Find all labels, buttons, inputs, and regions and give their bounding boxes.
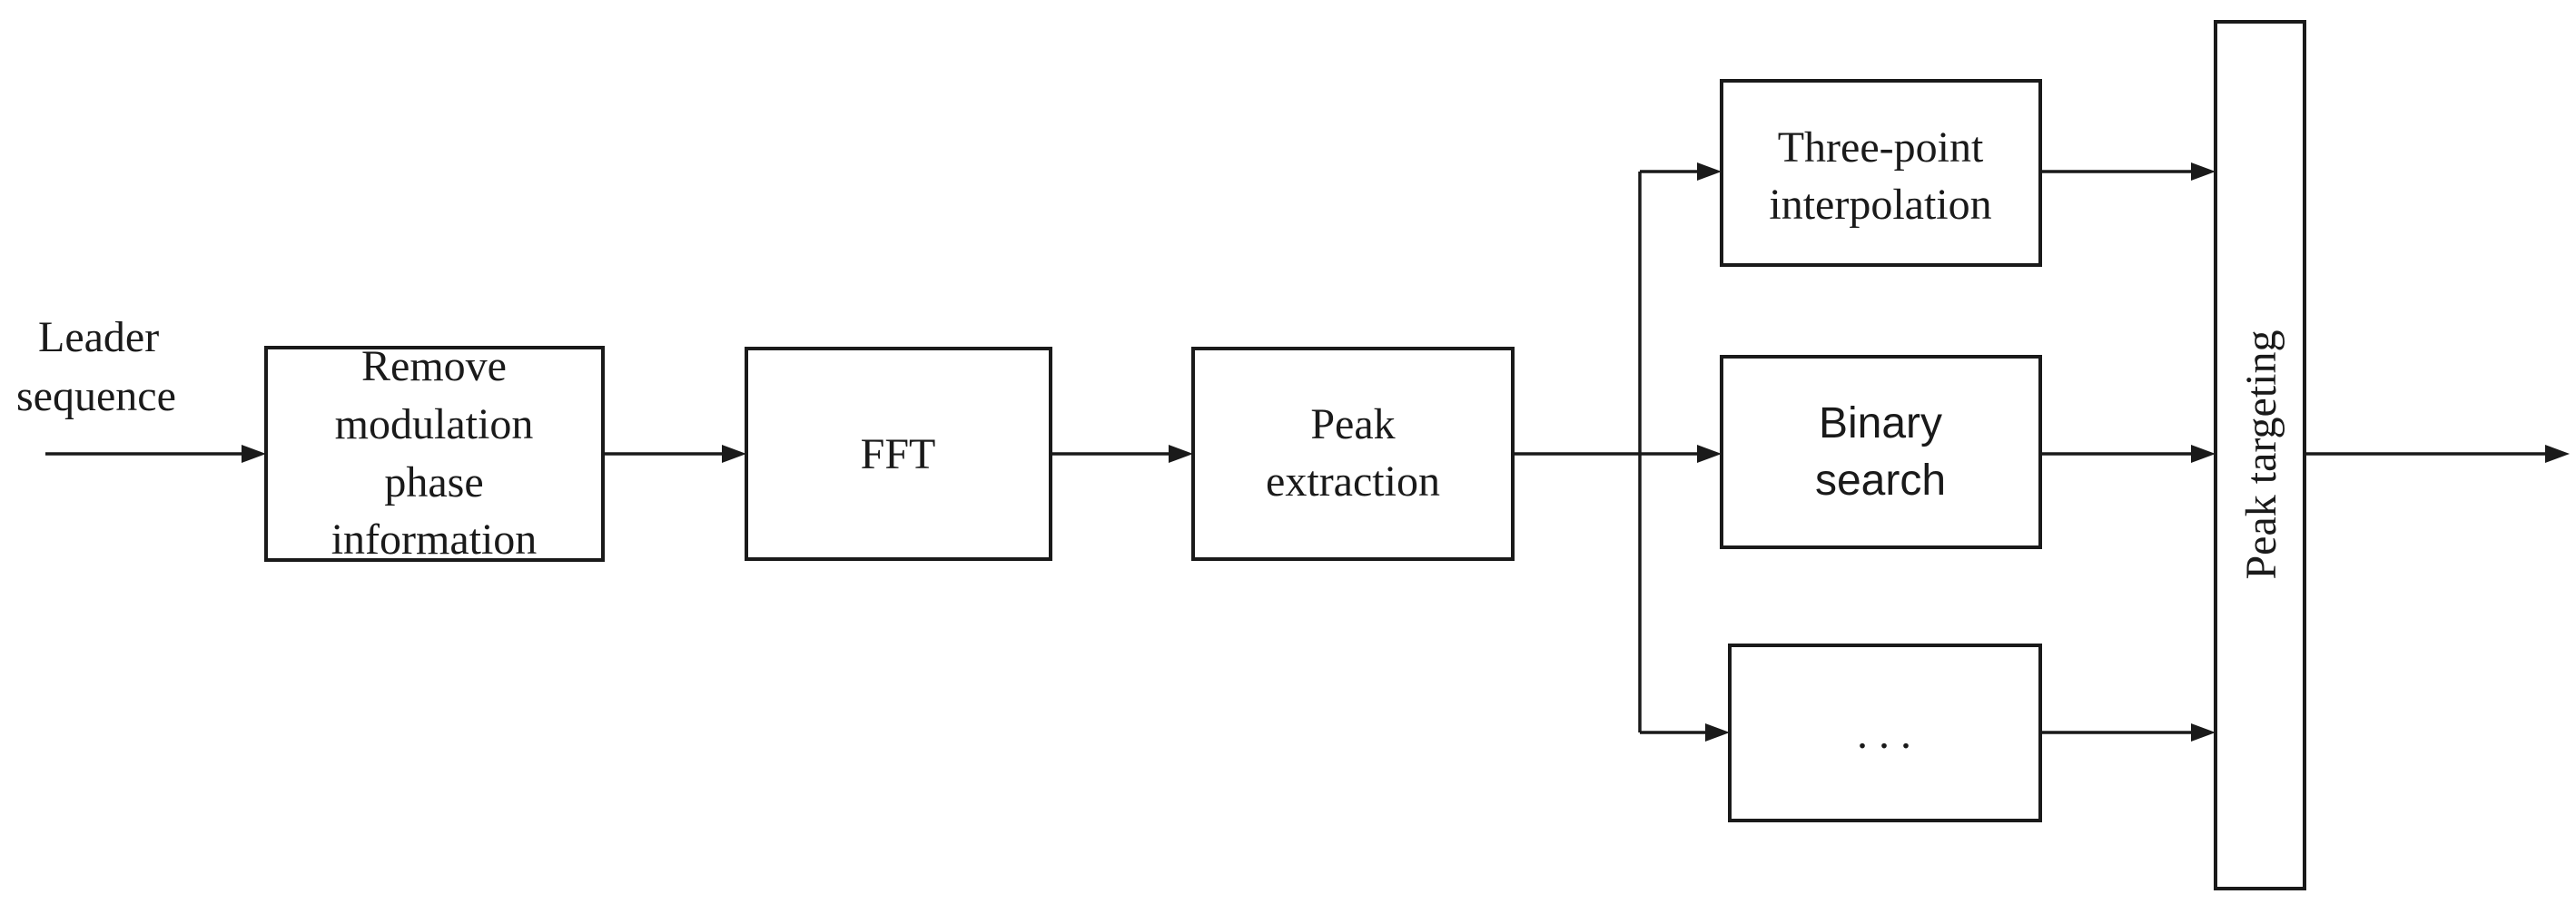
binary-search-line-2: search — [1815, 457, 1946, 505]
input-label-line-2: sequence — [16, 372, 176, 420]
binary-search-line-1: Binary — [1819, 399, 1942, 447]
connectors — [45, 162, 2570, 742]
fft-box — [745, 347, 1052, 561]
arrowhead-targeting-middle — [2191, 445, 2216, 463]
ellipsis-label: . . . — [1857, 710, 1911, 758]
arrowhead-peak-extraction — [1169, 445, 1193, 463]
ellipsis-box — [1728, 644, 2042, 822]
remove-modulation-line-4: information — [331, 516, 538, 564]
fft-label: FFT — [861, 430, 936, 478]
arrowhead-targeting-bottom — [2191, 723, 2216, 742]
peak-extraction-box — [1191, 347, 1515, 561]
input-label: Leader sequence — [16, 313, 176, 420]
fft-block: FFT — [745, 347, 1052, 561]
remove-modulation-block: Remove modulation phase information — [264, 342, 605, 564]
peak-extraction-block: Peak extraction — [1191, 347, 1515, 561]
three-point-interpolation-box — [1720, 79, 2042, 267]
remove-modulation-box — [264, 346, 605, 562]
ellipsis-block: . . . — [1728, 644, 2042, 822]
arrowhead-targeting-top — [2191, 162, 2216, 181]
remove-modulation-line-3: phase — [384, 458, 483, 506]
peak-extraction-line-2: extraction — [1266, 457, 1440, 506]
remove-modulation-line-2: modulation — [335, 400, 534, 448]
peak-targeting-block: Peak targeting — [2214, 20, 2306, 890]
peak-extraction-line-1: Peak — [1310, 400, 1395, 448]
binary-search-box — [1720, 355, 2042, 549]
arrowhead-three-point — [1697, 162, 1722, 181]
binary-search-block: Binary search — [1720, 355, 2042, 549]
three-point-interpolation-block: Three-point interpolation — [1720, 79, 2042, 267]
three-point-interpolation-line-2: interpolation — [1769, 181, 1991, 229]
remove-modulation-line-1: Remove — [361, 342, 507, 390]
arrowhead-remove — [242, 445, 266, 463]
arrowhead-output — [2545, 445, 2570, 463]
input-label-line-1: Leader — [38, 313, 159, 361]
arrowhead-fft — [722, 445, 746, 463]
peak-targeting-label: Peak targeting — [2237, 329, 2285, 579]
three-point-interpolation-line-1: Three-point — [1778, 123, 1984, 172]
arrowhead-binary-search — [1697, 445, 1722, 463]
arrowhead-ellipsis — [1705, 723, 1730, 742]
